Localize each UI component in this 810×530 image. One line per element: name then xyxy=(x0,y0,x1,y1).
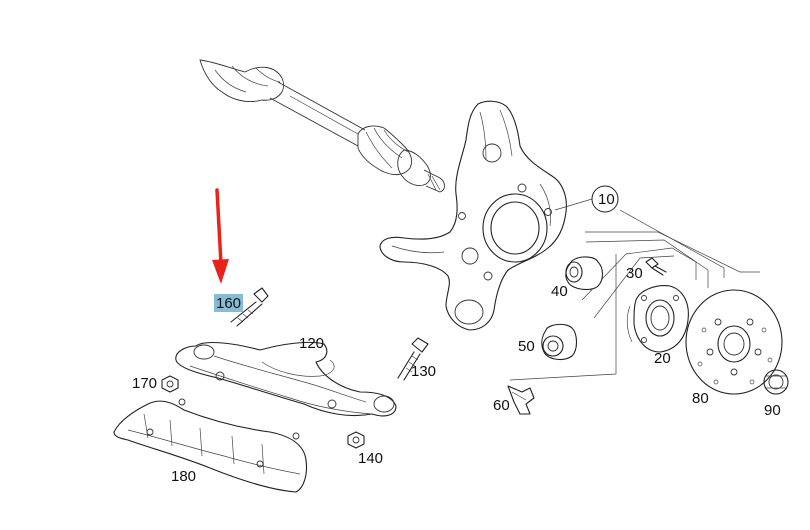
leader-lines xyxy=(509,198,760,381)
drive-shaft-drawing xyxy=(199,59,445,193)
part-label-160-highlighted: 160 xyxy=(214,294,244,312)
bolt-130-drawing xyxy=(397,337,429,381)
brake-disc-80-drawing xyxy=(685,289,783,395)
bolt-160-drawing xyxy=(230,287,269,327)
cap-90-drawing xyxy=(763,369,789,395)
wheel-carrier-drawing xyxy=(379,100,567,331)
bushing-50-drawing xyxy=(541,323,578,361)
wheel-hub-20-drawing xyxy=(626,285,689,353)
part-label-120: 120 xyxy=(299,335,325,352)
part-label-80: 80 xyxy=(692,390,709,407)
part-label-170: 170 xyxy=(132,375,158,392)
part-label-20: 20 xyxy=(654,350,671,367)
red-indicator-arrow xyxy=(212,188,229,284)
part-label-90: 90 xyxy=(764,402,781,419)
cover-180-drawing xyxy=(113,398,308,493)
clip-60-drawing xyxy=(507,385,535,415)
part-label-180: 180 xyxy=(171,468,197,485)
part-label-40: 40 xyxy=(551,283,568,300)
nut-140-drawing xyxy=(347,431,365,449)
part-10-callout-circle xyxy=(591,185,619,213)
control-arm-120-drawing xyxy=(175,341,397,417)
part-label-50: 50 xyxy=(518,338,535,355)
nut-170-drawing xyxy=(161,375,179,393)
part-label-60: 60 xyxy=(493,397,510,414)
part-label-130: 130 xyxy=(411,363,437,380)
bolt-30-drawing xyxy=(645,257,667,276)
bushing-40-drawing xyxy=(565,256,604,291)
part-label-10: 10 xyxy=(598,191,615,208)
part-label-140: 140 xyxy=(358,450,384,467)
part-label-30: 30 xyxy=(626,265,643,282)
